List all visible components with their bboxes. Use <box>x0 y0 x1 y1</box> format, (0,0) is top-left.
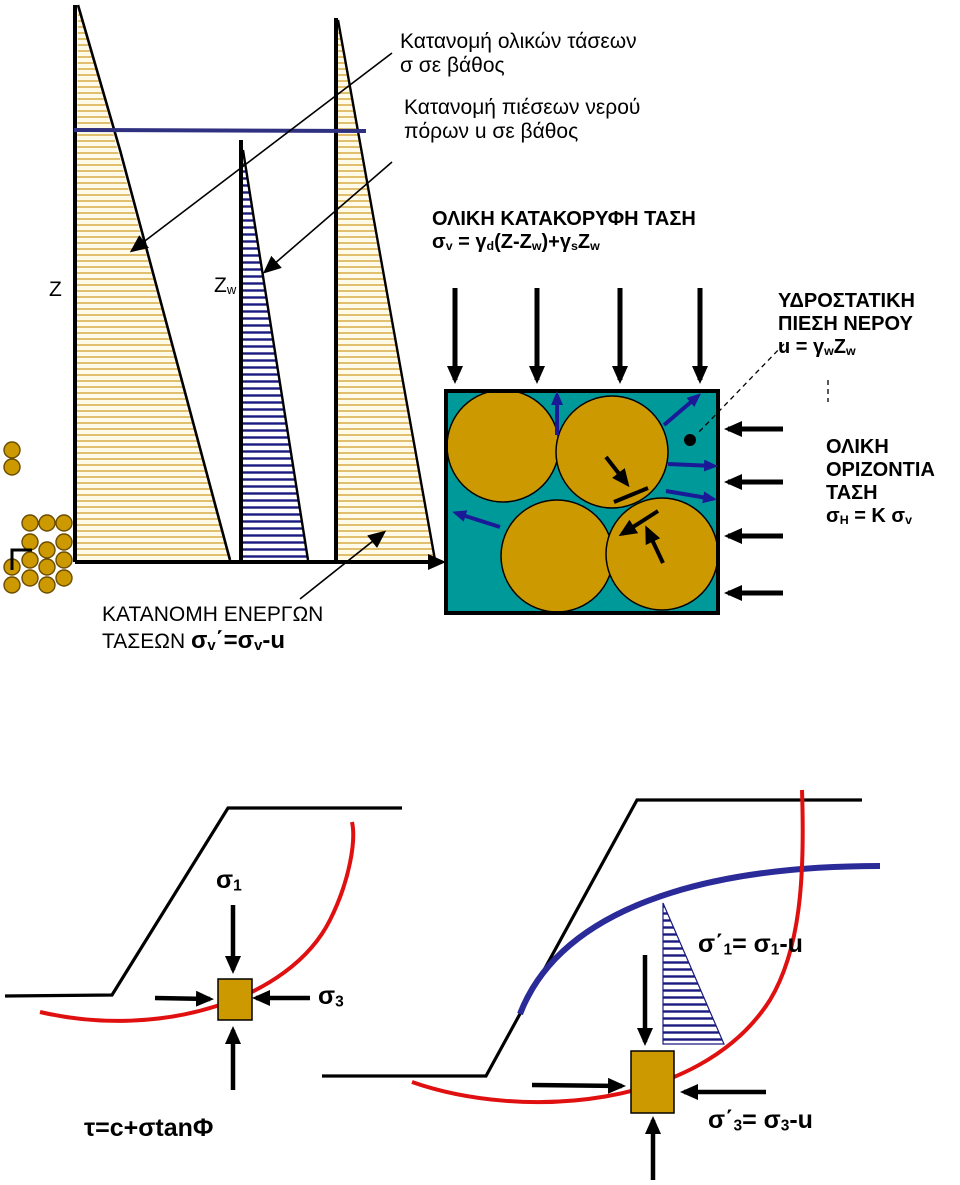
hydrostatic-line1: ΥΔΡΟΣΤΑΤΙΚΗ <box>778 290 915 312</box>
hf-a: u = γ <box>778 336 825 358</box>
hydrostatic-line2: ΠΙΕΣΗ ΝΕΡΟΥ <box>778 313 913 335</box>
soil-stack-bracket <box>10 548 32 570</box>
hzf-a-sub: H <box>839 512 849 527</box>
s3e-a-sub: 3 <box>733 1117 743 1135</box>
soil-grain-stack <box>3 441 73 594</box>
ef-c: -u <box>262 627 286 655</box>
vf-d: )+γ <box>541 231 571 253</box>
s1e-b-sub: 1 <box>770 941 780 959</box>
sigma3-effective-label: σ΄3= σ3-u <box>708 1106 813 1135</box>
effective-line2-text: ΤΑΣΕΩΝ <box>102 630 191 654</box>
total-stress-triangle-left <box>73 4 232 562</box>
shear-strength-formula: τ=c+σtanΦ <box>84 1114 214 1142</box>
hzf-b-sub: v <box>905 512 913 527</box>
s3e-b: = σ <box>742 1106 781 1134</box>
hydro-pointer-line <box>696 343 785 435</box>
pore-water-point <box>684 434 696 446</box>
depth-zw-main: Z <box>214 274 227 297</box>
sigma1-effective-label: σ΄1= σ1-u <box>698 930 803 959</box>
hf-b: Z <box>833 336 846 358</box>
soil-element-box <box>444 389 720 615</box>
vf-e-sub: w <box>590 238 600 253</box>
pore-pressure-label: Κατανομή πιέσεων νερού πόρων u σε βάθος <box>404 96 640 144</box>
s3e-a: σ΄ <box>708 1106 734 1134</box>
hf-b-sub: w <box>846 343 856 358</box>
total-stress-label-line1: Κατανομή ολικών τάσεων <box>400 30 637 53</box>
pore-pressure-triangle <box>239 140 310 562</box>
soil-grain <box>500 499 614 613</box>
s3-a-sub: 3 <box>335 993 344 1011</box>
horizontal-formula: σH = K σv <box>826 505 935 528</box>
depth-z-label: Z <box>49 278 62 301</box>
vf-c-sub: w <box>531 238 542 253</box>
sigma3-label: σ3 <box>318 982 344 1011</box>
ef-a: σ <box>190 627 208 655</box>
ef-a-sub: v <box>207 638 216 655</box>
pointer-effective-stress <box>299 530 387 600</box>
vertical-stress-formula: σv = γd(Z-Zw)+γsZw <box>432 231 696 254</box>
total-stress-label-line2: σ σε βάθος <box>400 54 505 78</box>
depth-zw-label: Zw <box>214 274 236 298</box>
s1e-b: = σ <box>732 930 771 958</box>
hzf-b: = K σ <box>848 505 906 527</box>
total-stress-label: Κατανομή ολικών τάσεων σ σε βάθος <box>400 30 637 78</box>
effective-line1: ΚΑΤΑΝΟΜΗ ΕΝΕΡΓΩΝ <box>102 603 324 626</box>
s3e-c: -u <box>789 1106 813 1134</box>
slip-circle-right <box>411 789 805 1105</box>
hydrostatic-formula: u = γwZw <box>778 336 915 359</box>
hydrostatic-label: ΥΔΡΟΣΤΑΤΙΚΗ ΠΙΕΣΗ ΝΕΡΟΥ u = γwZw <box>778 290 915 359</box>
vf-b: = γ <box>452 231 487 253</box>
effective-stress-triangle <box>334 18 437 562</box>
s3-a: σ <box>318 982 336 1010</box>
vf-a-sub: v <box>445 238 453 253</box>
horizontal-load-arrows <box>724 421 783 601</box>
hzf-a: σ <box>826 505 840 527</box>
s3e-b-sub: 3 <box>780 1117 790 1135</box>
soil-element-left <box>217 978 253 1021</box>
vf-e: Z <box>577 231 591 253</box>
soil-grain <box>555 395 669 509</box>
vertical-stress-label: ΟΛΙΚΗ ΚΑΤΑΚΟΡΥΦΗ ΤΑΣΗ σv = γd(Z-Zw)+γsZw <box>432 208 696 254</box>
horizontal-stress-label: ΟΛΙΚΗ ΟΡΙΖΟΝΤΙΑ ΤΑΣΗ σH = K σv <box>826 436 935 528</box>
vf-c: (Z-Z <box>494 231 532 253</box>
pore-pressure-wedge <box>662 902 725 1045</box>
s1e-c: -u <box>779 930 803 958</box>
pore-pressure-arrows <box>452 391 718 529</box>
soil-grain <box>446 389 560 503</box>
vf-b-sub: d <box>486 238 495 253</box>
depth-zw-sub: w <box>226 281 237 297</box>
pore-pressure-label-line2: πόρων u σε βάθος <box>404 120 579 144</box>
effective-stress-label: ΚΑΤΑΝΟΜΗ ΕΝΕΡΓΩΝ ΤΑΣΕΩΝ σv΄=σv-u <box>102 603 323 655</box>
vertical-load-arrows <box>447 288 708 384</box>
s1-a: σ <box>216 866 234 894</box>
horizontal-line3: ΤΑΣΗ <box>826 482 878 504</box>
ef-b-sub: v <box>254 638 263 655</box>
pore-pressure-label-line1: Κατανομή πιέσεων νερού <box>404 96 641 119</box>
hf-a-sub: w <box>824 343 834 358</box>
sigma1-label: σ1 <box>216 866 242 895</box>
effective-line2: ΤΑΣΕΩΝ σv΄=σv-u <box>102 627 323 655</box>
pointer-total-stress <box>129 52 393 253</box>
horizontal-line1: ΟΛΙΚΗ <box>826 436 889 458</box>
soil-element-right <box>630 1050 675 1114</box>
vf-a: σ <box>432 231 446 253</box>
vf-d-sub: s <box>570 238 578 253</box>
contact-force-arrows <box>604 455 665 564</box>
vertical-stress-title: ΟΛΙΚΗ ΚΑΤΑΚΟΡΥΦΗ ΤΑΣΗ <box>432 208 696 230</box>
s1e-a-sub: 1 <box>723 941 733 959</box>
s1e-a: σ΄ <box>698 930 724 958</box>
slope-left <box>4 806 402 1090</box>
horizontal-line2: ΟΡΙΖΟΝΤΙΑ <box>826 459 935 481</box>
pointer-pore-pressure <box>262 161 393 274</box>
phreatic-line <box>517 863 881 1016</box>
water-table-line <box>73 128 367 133</box>
slip-circle-left <box>39 821 356 1023</box>
soil-grain <box>605 497 719 611</box>
ef-b: ΄=σ <box>215 627 255 655</box>
s1-a-sub: 1 <box>233 877 242 895</box>
slope-right <box>322 789 881 1180</box>
